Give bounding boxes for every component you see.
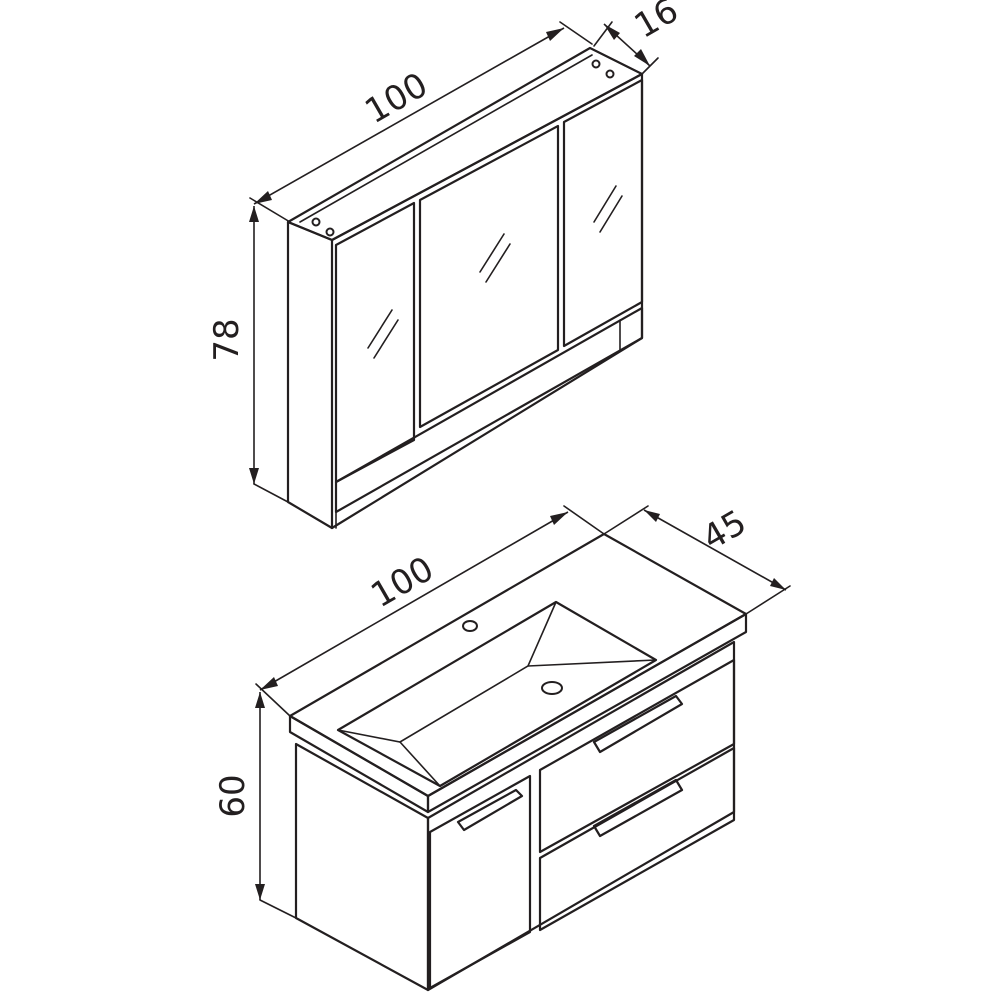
mirror-width-label: 100: [358, 65, 434, 132]
basin-bowl-inner: [337, 601, 557, 743]
vanity-width-label: 100: [364, 549, 440, 616]
bottom-drawer-handle: [592, 778, 684, 838]
drain-hole: [541, 681, 563, 695]
door-handle: [456, 788, 524, 832]
mirror-cabinet-left-door: [334, 201, 416, 484]
mirror-height-label: 78: [207, 318, 247, 361]
mounting-hole: [591, 59, 601, 69]
mirror-cabinet-middle-door: [418, 124, 560, 429]
mirror-depth-dimension: 16: [593, 0, 685, 75]
mirror-cabinet: [286, 46, 644, 530]
mounting-hole: [325, 227, 335, 237]
mounting-hole: [311, 217, 321, 227]
vanity-unit: [288, 532, 748, 992]
basin-countertop-side-edge: [426, 612, 748, 814]
mirror-cabinet-top: [286, 46, 644, 242]
vanity-height-dimension: 60: [213, 692, 297, 919]
mirror-cabinet-shelf: [334, 306, 644, 514]
vanity-height-label: 60: [213, 774, 253, 817]
tap-hole: [462, 620, 478, 632]
vanity-body-side: [294, 742, 430, 992]
vanity-depth-label: 45: [696, 502, 753, 558]
vanity-body-front: [426, 640, 736, 992]
top-drawer-handle: [592, 694, 684, 754]
vanity-top-drawer: [538, 658, 736, 854]
basin-countertop-front-edge: [288, 714, 430, 814]
mirror-height-dimension: 78: [207, 206, 289, 503]
mirror-cabinet-right-door: [562, 78, 644, 348]
mirror-cabinet-side: [286, 220, 334, 530]
mirror-reflection-marks: [367, 185, 623, 359]
vanity-bottom-drawer: [538, 746, 736, 932]
vanity-left-door: [428, 774, 532, 990]
mounting-hole: [605, 69, 615, 79]
vanity-depth-dimension: 45: [603, 502, 791, 615]
mirror-depth-label: 16: [628, 0, 685, 47]
